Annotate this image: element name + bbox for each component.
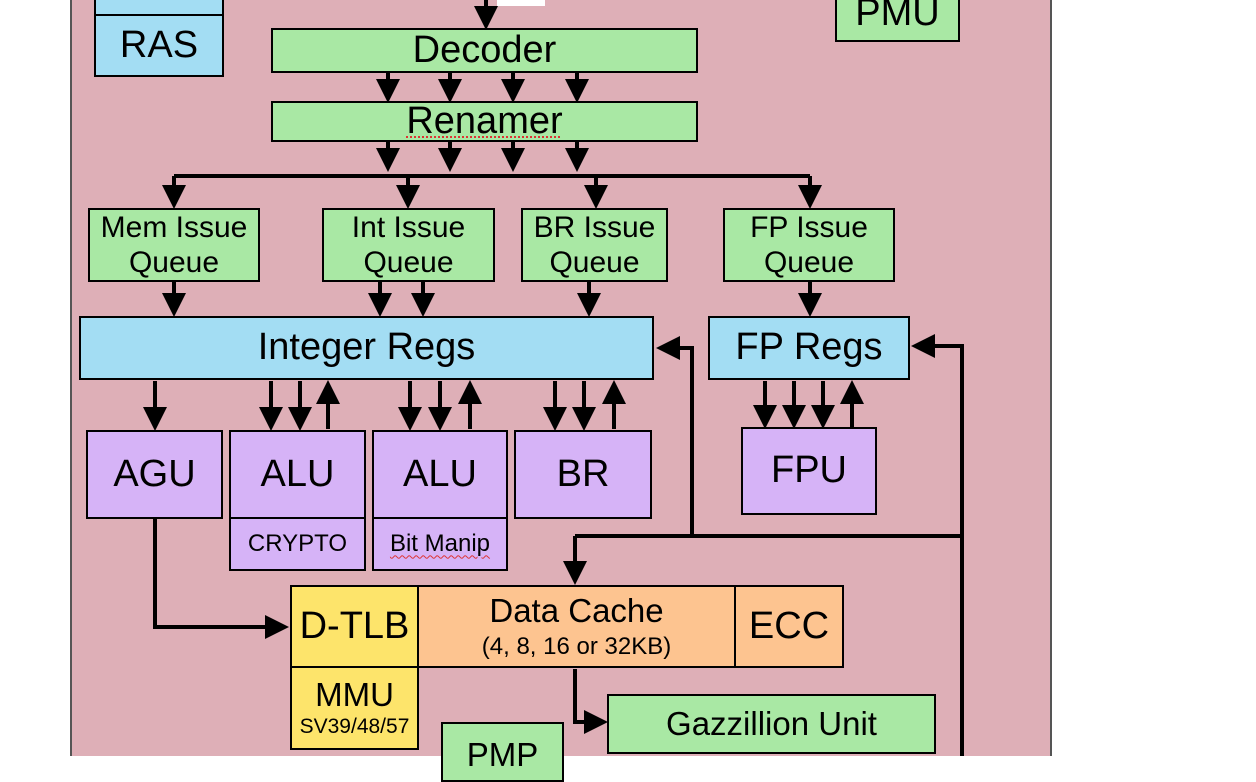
pmu-block: PMU	[835, 0, 960, 42]
agu-label: AGU	[113, 452, 196, 495]
pmp-label: PMP	[466, 736, 539, 773]
gazzillion-unit-label: Gazzillion Unit	[666, 704, 877, 742]
decoder-label: Decoder	[412, 28, 557, 71]
alu-1-label: ALU	[260, 452, 335, 495]
alu-2-block: ALU	[372, 430, 508, 519]
arrow-bus-fpregs	[911, 334, 964, 756]
renamer-block: Renamer	[271, 101, 698, 142]
br-issue-queue-label-line1: BR Issue	[533, 210, 656, 244]
arrow-bus-intregs	[656, 336, 694, 536]
int-issue-queue-block: Int Issue Queue	[322, 208, 495, 282]
mem-issue-queue-label-line1: Mem Issue	[100, 210, 248, 244]
mmu-block: MMU SV39/48/57	[290, 666, 419, 750]
fpu-block: FPU	[741, 427, 877, 515]
arrow-agu-dtlb	[153, 519, 289, 639]
ras-block: RAS	[94, 14, 224, 77]
ras-label: RAS	[119, 23, 199, 66]
ecc-label: ECC	[748, 604, 830, 647]
data-cache-block: Data Cache (4, 8, 16 or 32KB)	[417, 585, 736, 668]
mmu-modes-label: SV39/48/57	[299, 715, 410, 739]
br-unit-block: BR	[514, 430, 652, 519]
int-issue-queue-label-line1: Int Issue	[351, 210, 466, 244]
crypto-label: CRYPTO	[247, 530, 348, 558]
ecc-block: ECC	[734, 585, 844, 668]
arrow-datacache-gazzillion	[573, 669, 608, 734]
int-issue-queue-label-line2: Queue	[363, 246, 454, 279]
connection-lines	[143, 0, 964, 756]
agu-block: AGU	[86, 430, 223, 519]
fp-regs-label: FP Regs	[735, 326, 883, 369]
fetch-label-fragment	[497, 0, 545, 6]
bit-manip-label: Bit Manip	[389, 530, 491, 558]
dtlb-block: D-TLB	[290, 585, 419, 668]
mem-issue-queue-label-line2: Queue	[128, 246, 220, 279]
dtlb-label: D-TLB	[299, 604, 410, 647]
integer-regs-block: Integer Regs	[79, 316, 654, 380]
decoder-block: Decoder	[271, 28, 698, 73]
br-unit-label: BR	[556, 452, 610, 495]
gazzillion-unit-block: Gazzillion Unit	[607, 694, 936, 754]
br-issue-queue-label-line2: Queue	[549, 246, 640, 279]
data-cache-label: Data Cache	[489, 591, 664, 629]
mem-issue-queue-block: Mem Issue Queue	[88, 208, 260, 282]
mmu-label: MMU	[315, 675, 394, 713]
ras-block	[94, 0, 224, 16]
alu-2-label: ALU	[403, 452, 477, 495]
br-issue-queue-block: BR Issue Queue	[521, 208, 668, 282]
pmu-label: PMU	[855, 0, 940, 35]
integer-regs-label: Integer Regs	[257, 326, 476, 369]
fp-issue-queue-label-line2: Queue	[763, 246, 855, 279]
alu-1-block: ALU	[229, 430, 366, 519]
fp-issue-queue-block: FP Issue Queue	[723, 208, 895, 282]
fp-regs-block: FP Regs	[708, 316, 910, 380]
pmp-block: PMP	[441, 722, 564, 782]
crypto-block: CRYPTO	[229, 517, 366, 571]
fp-issue-queue-label-line1: FP Issue	[750, 210, 868, 244]
renamer-label: Renamer	[406, 101, 563, 142]
bit-manip-block: Bit Manip	[372, 517, 508, 571]
fpu-label: FPU	[771, 449, 847, 492]
data-cache-sizes-label: (4, 8, 16 or 32KB)	[481, 633, 672, 661]
